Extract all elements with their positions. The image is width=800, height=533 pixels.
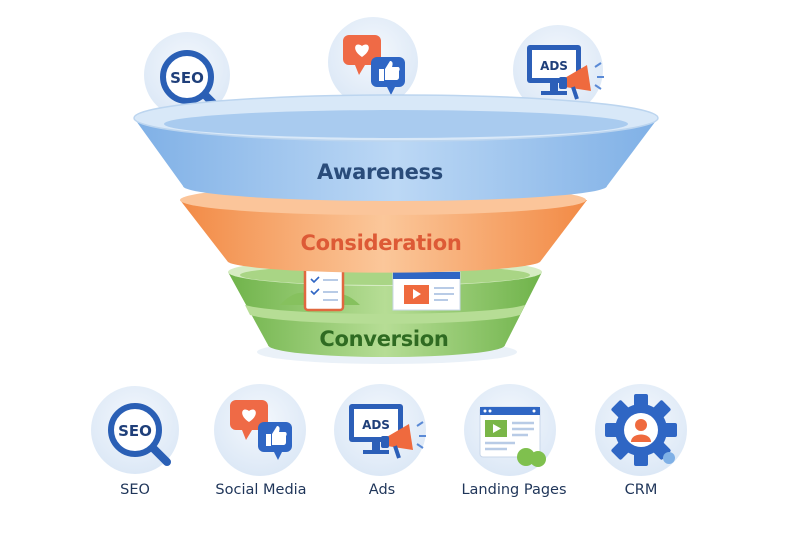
video-page-icon	[392, 271, 461, 311]
top-icon-seo	[144, 32, 230, 118]
funnel-stage-conversion: Conversion	[228, 258, 542, 364]
channel-seo-icon-bubble	[91, 386, 179, 474]
top-icon-ads	[513, 25, 606, 115]
stage-label-conversion: Conversion	[319, 327, 448, 351]
channel-label-crm: CRM	[624, 482, 658, 498]
top-icon-social-media	[328, 17, 418, 107]
channel-label-landing-pages: Landing Pages	[461, 482, 567, 498]
channel-label-ads: Ads	[368, 482, 396, 498]
crm-gear-icon	[605, 394, 677, 466]
channel-landing-pages-icon-bubble	[464, 384, 556, 476]
stage-label-awareness: Awareness	[317, 160, 443, 184]
channel-label-social-media: Social Media	[215, 482, 307, 498]
channel-crm-icon-bubble	[595, 384, 687, 476]
channel-label-seo: SEO	[120, 482, 150, 498]
channel-social-media-icon-bubble	[214, 384, 306, 476]
stage-label-consideration: Consideration	[300, 231, 461, 255]
channel-ads-icon-bubble	[334, 384, 428, 476]
funnel-stage-awareness: Awareness	[133, 94, 659, 201]
